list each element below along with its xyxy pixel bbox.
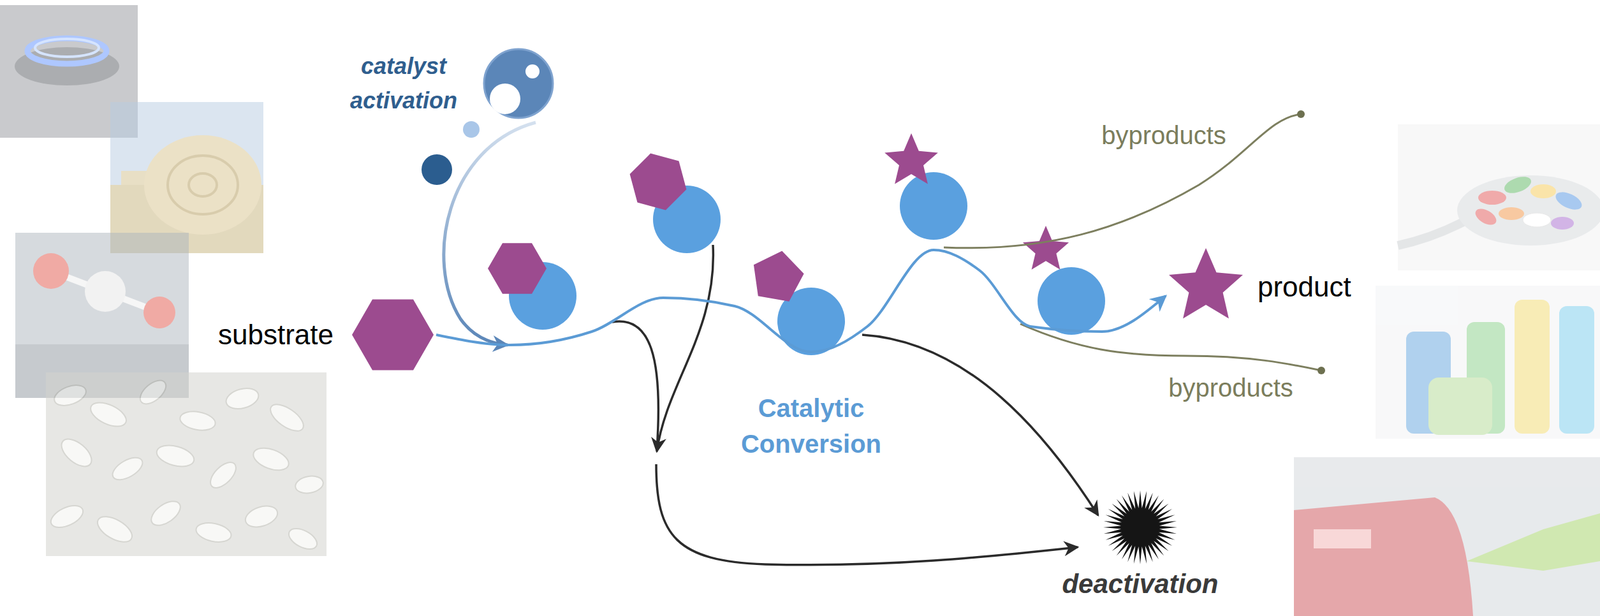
burst-shape — [1103, 490, 1178, 565]
photo-sky — [110, 102, 264, 254]
plastic-cups — [47, 376, 325, 554]
cup — [109, 453, 147, 485]
photo-ground — [45, 372, 327, 557]
activation-particle — [462, 121, 480, 138]
spoon-handle — [1397, 220, 1467, 246]
cup — [223, 385, 261, 412]
photo-ground — [1375, 285, 1600, 439]
hexagon-shape — [352, 299, 434, 371]
pill — [1552, 188, 1585, 214]
cup — [56, 434, 97, 472]
far-bale — [121, 170, 147, 185]
car-light — [1313, 529, 1372, 549]
deactivation-node: deactivation — [1061, 487, 1219, 601]
deactivation-burst — [1100, 487, 1180, 567]
product-node: product — [1164, 245, 1352, 329]
stage-title: catalyst activation — [350, 49, 458, 118]
bottle — [1514, 299, 1550, 434]
catalyst-circle — [1037, 267, 1106, 335]
pill — [1502, 173, 1534, 197]
cup — [178, 408, 217, 433]
bound-substrate — [487, 242, 547, 294]
active-site — [525, 64, 540, 79]
cup — [93, 511, 137, 548]
cup — [250, 443, 293, 475]
cup — [242, 502, 281, 532]
flame-ring — [27, 38, 107, 64]
catalyst-circle — [480, 45, 557, 122]
conversion-path — [436, 249, 1166, 353]
byproduct-branch — [943, 114, 1301, 249]
bound-intermediate — [753, 251, 805, 302]
pill — [1478, 190, 1507, 205]
substrate-hexagon — [349, 291, 437, 379]
cup — [135, 376, 170, 409]
hay-bale — [144, 135, 262, 235]
bound-product — [884, 133, 939, 185]
hay-bale-photo — [110, 102, 264, 254]
deactivation-branch — [862, 334, 1099, 516]
activation-particle — [421, 154, 453, 185]
cup — [51, 381, 89, 410]
bale-spiral — [167, 155, 238, 215]
cup — [47, 501, 87, 532]
bound-substrate — [630, 153, 687, 211]
catalyst-body — [484, 49, 553, 118]
cup — [194, 519, 234, 545]
substrate-node: substrate — [218, 291, 437, 379]
deactivation-branch — [656, 464, 1078, 566]
pill — [1498, 207, 1525, 221]
bound-product — [1022, 225, 1069, 270]
fuel-nozzle — [1466, 513, 1600, 571]
cleaning-bottles-photo — [1375, 285, 1600, 439]
oxygen-atom — [143, 296, 176, 329]
stage-title: deactivation — [1061, 568, 1219, 601]
cup — [265, 399, 308, 436]
bottle — [1428, 377, 1493, 435]
node-label: substrate — [218, 318, 334, 353]
fuel-pump-photo — [1293, 457, 1600, 616]
branch-label: byproducts — [1097, 119, 1231, 151]
pill — [1530, 184, 1556, 199]
cup — [154, 441, 197, 471]
catalyst-circle — [899, 172, 968, 240]
product-star — [1164, 245, 1248, 329]
pills-photo — [1397, 124, 1600, 271]
pill — [1472, 205, 1499, 228]
oxygen-atom — [33, 253, 69, 289]
cup — [86, 397, 130, 432]
stage-label: Catalytic Conversion — [737, 390, 886, 462]
photo-ground — [1293, 457, 1600, 616]
active-site — [489, 83, 521, 115]
pill — [1522, 212, 1551, 228]
cup — [293, 473, 325, 495]
bale-spiral — [188, 173, 217, 197]
pill — [1550, 216, 1574, 230]
car — [1293, 497, 1474, 616]
cup — [205, 457, 241, 493]
cup — [285, 524, 321, 553]
deactivation-branch — [656, 244, 713, 452]
carbon-atom — [84, 271, 126, 312]
star-shape — [1168, 248, 1243, 319]
branch-label: byproducts — [1164, 372, 1298, 404]
catalyst-activation-node: catalyst activation — [350, 45, 557, 122]
cup — [147, 496, 185, 531]
deactivation-branch — [612, 321, 659, 451]
branch-end-dot — [1297, 110, 1305, 118]
bottle — [1559, 306, 1595, 434]
flame-ring — [35, 38, 99, 57]
photo-ground — [1397, 124, 1600, 271]
plastic-waste-photo — [45, 372, 327, 557]
branch-end-dot — [1317, 366, 1326, 375]
node-label: product — [1257, 270, 1352, 305]
